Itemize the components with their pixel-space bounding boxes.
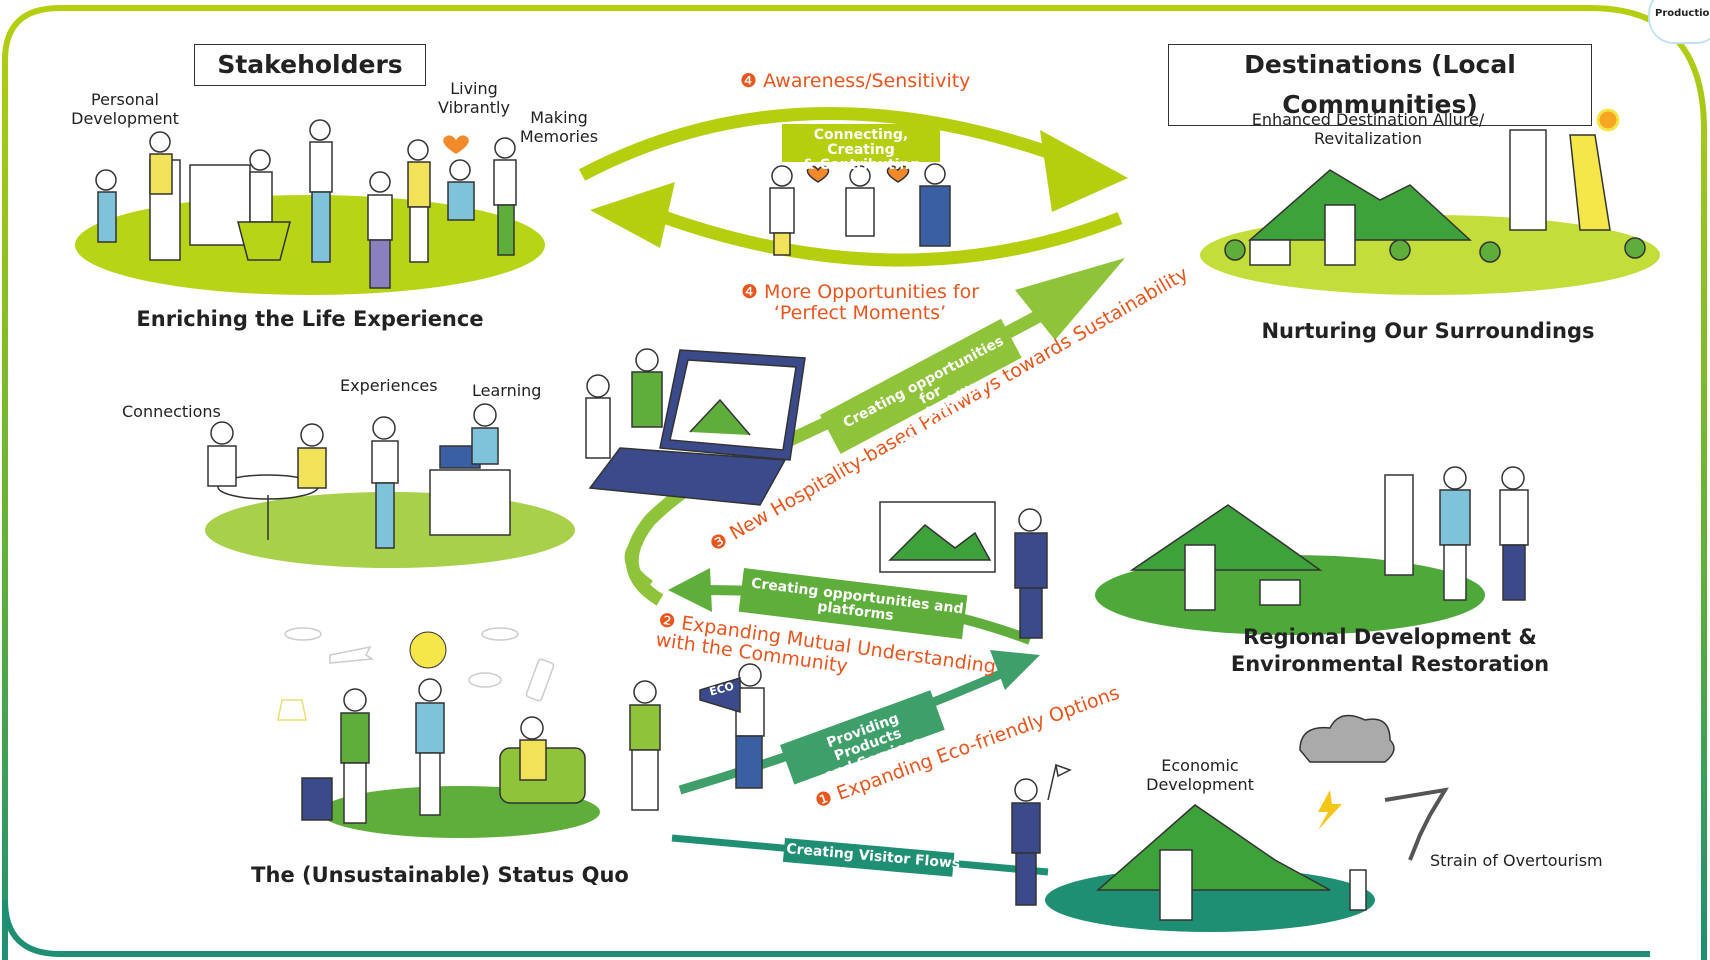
pill-visitor-flows xyxy=(782,838,955,877)
lightning-icon xyxy=(1318,790,1342,830)
making-memories-label: Making Memories xyxy=(519,108,599,146)
heart-icon xyxy=(443,135,469,154)
pill-platforms xyxy=(738,568,968,640)
status-quo-caption: The (Unsustainable) Status Quo xyxy=(251,863,629,887)
economic-label: Economic Development xyxy=(1146,756,1254,794)
destinations-header: Destinations (Local Communities) xyxy=(1168,44,1592,126)
overtourism-scene xyxy=(1096,714,1395,921)
laptop-scene xyxy=(585,348,806,506)
status-quo-people xyxy=(301,678,586,824)
connecting-pill-text: Connecting, Creating & Contributing xyxy=(802,127,920,173)
personal-development-label: Personal Development xyxy=(71,90,179,128)
allure-label: Enhanced Destination Allure/ Revitalizat… xyxy=(1251,110,1485,148)
connecting-people xyxy=(769,163,951,256)
pill-providing xyxy=(780,690,945,785)
arrow-more-opportunities xyxy=(647,205,1123,267)
stakeholders-people xyxy=(95,119,517,289)
strain-label: Strain of Overtourism xyxy=(1430,851,1603,870)
connections-people xyxy=(207,403,511,549)
status-quo-icons xyxy=(277,627,555,721)
awareness-label: ❹ Awareness/Sensitivity xyxy=(740,70,971,92)
nurturing-caption: Nurturing Our Surroundings xyxy=(1261,319,1595,343)
pill-sustainability xyxy=(820,318,1022,454)
logo-text: Productio xyxy=(1655,8,1710,19)
eco-people xyxy=(629,663,765,811)
more-opportunities-label: ❹ More Opportunities for ‘Perfect Moment… xyxy=(740,281,980,324)
tornado-icon xyxy=(1384,787,1449,861)
pill-connecting xyxy=(782,124,940,162)
nurturing-town xyxy=(1224,129,1646,266)
presenter-scene xyxy=(879,501,1048,639)
sun-icon xyxy=(1596,108,1620,132)
learning-label: Learning xyxy=(472,381,542,400)
living-vibrantly-label: Living Vibrantly xyxy=(438,79,510,117)
regional-scene xyxy=(1129,466,1529,611)
globe-icon xyxy=(409,631,447,669)
logo-badge: Productio xyxy=(1648,0,1710,44)
guide-person xyxy=(1011,763,1072,906)
arrow-awareness xyxy=(578,107,1073,181)
connections-label: Connections xyxy=(122,402,221,421)
experiences-label: Experiences xyxy=(340,376,438,395)
stakeholders-header: Stakeholders xyxy=(194,44,426,86)
enriching-caption: Enriching the Life Experience xyxy=(136,307,484,331)
regional-caption: Regional Development & Environmental Res… xyxy=(1230,625,1550,676)
